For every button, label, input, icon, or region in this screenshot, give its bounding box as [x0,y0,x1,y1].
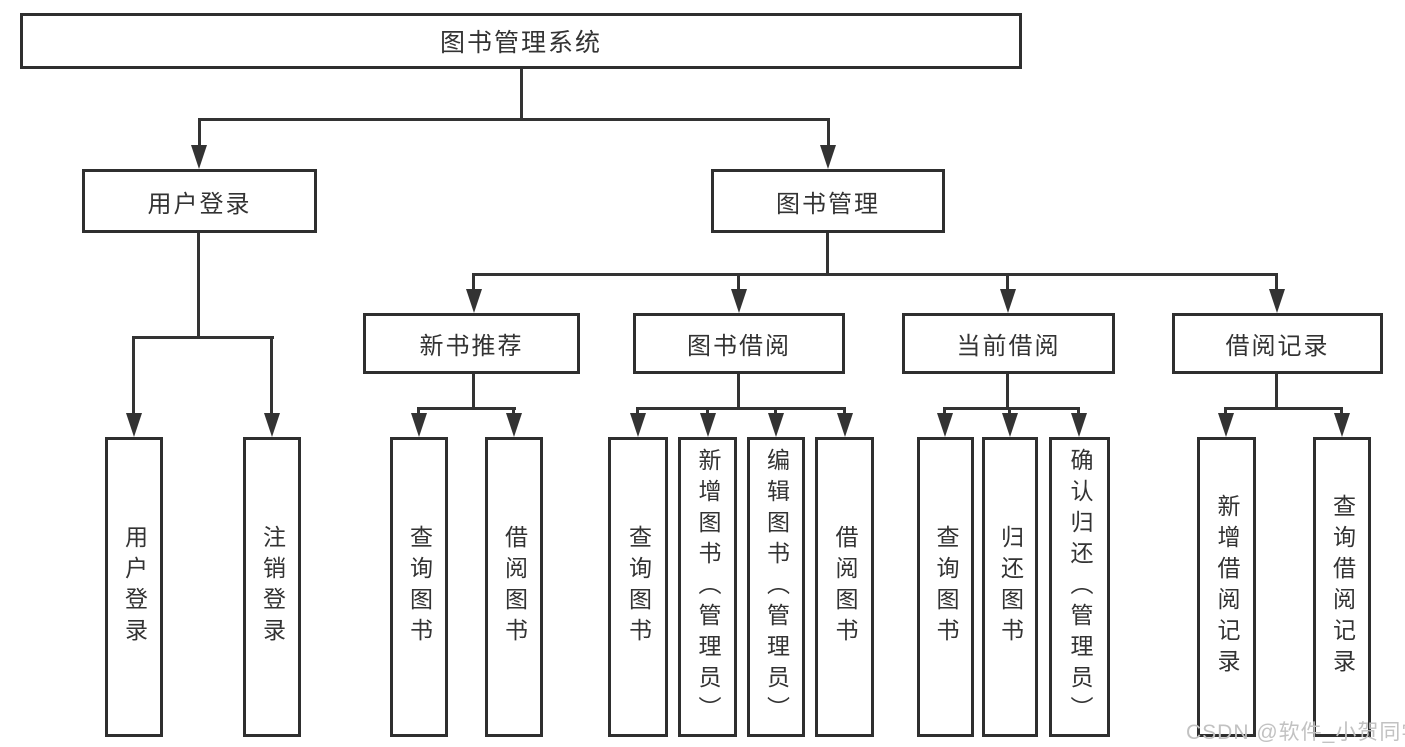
connector-hline [1224,407,1343,410]
node-current-borrowing: 当前借阅 [902,313,1115,374]
arrow-down-icon [837,413,853,437]
connector-vline [774,407,777,417]
connector-vline [843,407,846,417]
arrow-down-icon [1000,289,1016,313]
connector-vline [198,118,201,148]
arrow-down-icon [1071,413,1087,437]
connector-vline [417,407,420,417]
arrow-down-icon [506,413,522,437]
arrow-down-icon [731,289,747,313]
arrow-down-icon [126,413,142,437]
connector-vline [1006,374,1009,407]
leaf-query-books-borrowing: 查询图书 [608,437,668,737]
connector-vline [512,407,515,417]
connector-vline [1275,273,1278,291]
connector-vline [943,407,946,417]
connector-vline [827,118,830,148]
node-new-book-recommendation: 新书推荐 [363,313,580,374]
connector-hline [636,407,846,410]
leaf-logout: 注销登录 [243,437,301,737]
connector-vline [520,69,523,118]
leaf-borrow-books-recommend: 借阅图书 [485,437,543,737]
arrow-down-icon [1002,413,1018,437]
connector-vline [270,336,273,415]
arrow-down-icon [937,413,953,437]
arrow-down-icon [630,413,646,437]
leaf-query-borrow-record: 查询借阅记录 [1313,437,1371,737]
connector-vline [737,374,740,407]
connector-vline [826,233,829,273]
connector-vline [1008,407,1011,417]
connector-vline [1077,407,1080,417]
arrow-down-icon [191,145,207,169]
node-book-borrowing: 图书借阅 [633,313,845,374]
leaf-query-books-recommend: 查询图书 [390,437,448,737]
connector-vline [1224,407,1227,417]
leaf-confirm-return-admin: 确认归还（管理员） [1049,437,1110,737]
node-book-management: 图书管理 [711,169,945,233]
arrow-down-icon [768,413,784,437]
leaf-borrow-books-borrowing: 借阅图书 [815,437,874,737]
arrow-down-icon [1269,289,1285,313]
connector-vline [472,374,475,407]
leaf-add-borrow-record: 新增借阅记录 [1197,437,1256,737]
connector-vline [472,273,475,291]
arrow-down-icon [1334,413,1350,437]
node-borrowing-records: 借阅记录 [1172,313,1383,374]
leaf-query-books-current: 查询图书 [917,437,974,737]
connector-vline [132,336,135,415]
connector-hline [418,407,516,410]
connector-hline [133,336,274,339]
node-user-login: 用户登录 [82,169,317,233]
connector-vline [1006,273,1009,291]
connector-hline [473,273,1278,276]
csdn-watermark: CSDN @软件_小贺同学 [1186,721,1405,744]
leaf-add-books-admin: 新增图书（管理员） [678,437,737,737]
arrow-down-icon [820,145,836,169]
connector-vline [737,273,740,291]
arrow-down-icon [466,289,482,313]
connector-vline [197,233,200,336]
connector-hline [943,407,1080,410]
leaf-edit-books-admin: 编辑图书（管理员） [747,437,805,737]
connector-vline [706,407,709,417]
arrow-down-icon [1218,413,1234,437]
arrow-down-icon [700,413,716,437]
node-library-management-system: 图书管理系统 [20,13,1022,69]
connector-vline [636,407,639,417]
arrow-down-icon [411,413,427,437]
connector-vline [1340,407,1343,417]
leaf-return-books: 归还图书 [982,437,1038,737]
connector-vline [1275,374,1278,407]
arrow-down-icon [264,413,280,437]
connector-hline [198,118,830,121]
leaf-user-login: 用户登录 [105,437,163,737]
